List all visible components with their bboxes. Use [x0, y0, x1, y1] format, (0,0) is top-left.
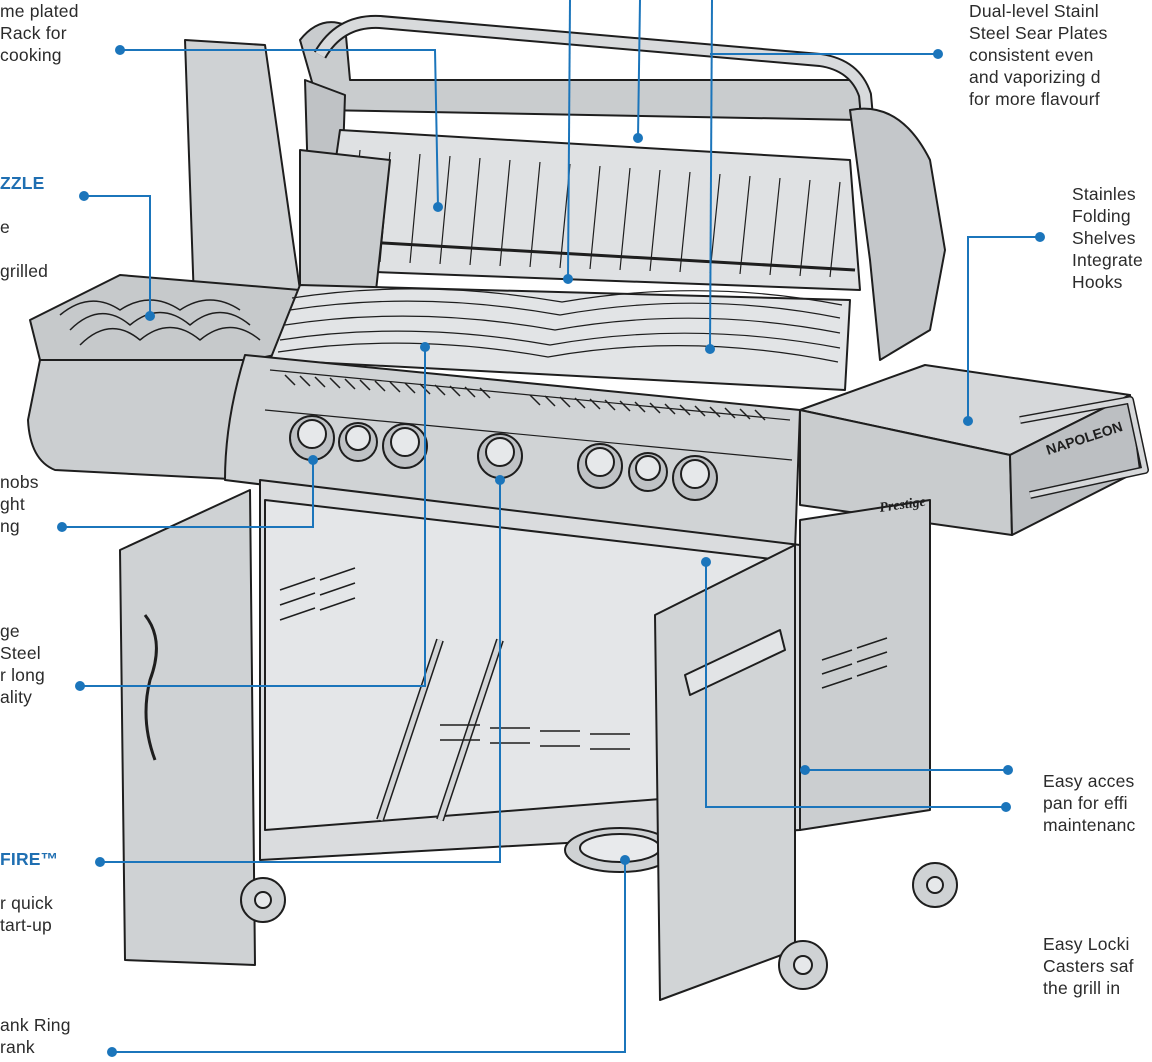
- door-handle: [684, 629, 786, 696]
- label-shelves: Stainles Folding Shelves Integrate Hooks: [1072, 184, 1143, 292]
- casters: [240, 862, 958, 990]
- label-crank: ank Ring rank: [0, 1015, 71, 1057]
- label-sizzle-heading: ZZLE: [0, 173, 45, 193]
- left-door: [119, 489, 256, 966]
- label-sear: Dual-level Stainl Steel Sear Plates cons…: [969, 1, 1108, 109]
- control-panel: [224, 354, 801, 551]
- label-jetfire: FIRE™ r quick tart-up: [0, 826, 95, 958]
- callout-line-rotisserie: [120, 49, 439, 208]
- cart-badge: Prestige: [878, 495, 926, 516]
- label-grids: ge Steel r long ality: [0, 621, 45, 707]
- cart: [259, 479, 931, 873]
- label-knobs: nobs ght ng: [0, 472, 39, 536]
- right-side-shelf: [799, 364, 1149, 536]
- control-knobs: [289, 415, 718, 501]
- callout-line-knobs: [62, 460, 314, 528]
- lid: [299, 14, 946, 361]
- warming-rack: [299, 129, 861, 366]
- label-casters: Easy Locki Casters saf the grill in: [1043, 934, 1134, 998]
- callout-line-jetfire: [100, 480, 501, 863]
- callout-lines: [62, 0, 1040, 1053]
- label-rotisserie: me plated Rack for cooking: [0, 1, 79, 65]
- callout-line-grids: [80, 347, 426, 687]
- label-drip: Easy acces pan for effi maintenanc: [1043, 771, 1136, 835]
- callout-line-sizzle: [84, 195, 151, 316]
- callout-line-drip: [705, 562, 1006, 808]
- callout-line-shelves: [967, 236, 1040, 421]
- label-jetfire-body: r quick tart-up: [0, 893, 53, 935]
- callout-line-sear-c: [709, 0, 713, 350]
- callout-line-crank: [112, 860, 626, 1053]
- lid-side-panel: [849, 107, 946, 361]
- label-sizzle: ZZLE e grilled: [0, 150, 110, 304]
- label-sizzle-body: e grilled: [0, 217, 49, 281]
- label-jetfire-heading: FIRE™: [0, 849, 59, 869]
- callout-line-sear-a: [567, 0, 571, 280]
- cooking-grids: [269, 284, 851, 391]
- callout-line-sear-b: [637, 0, 641, 139]
- callout-dots: [57, 45, 1045, 1057]
- right-door: [654, 544, 796, 1001]
